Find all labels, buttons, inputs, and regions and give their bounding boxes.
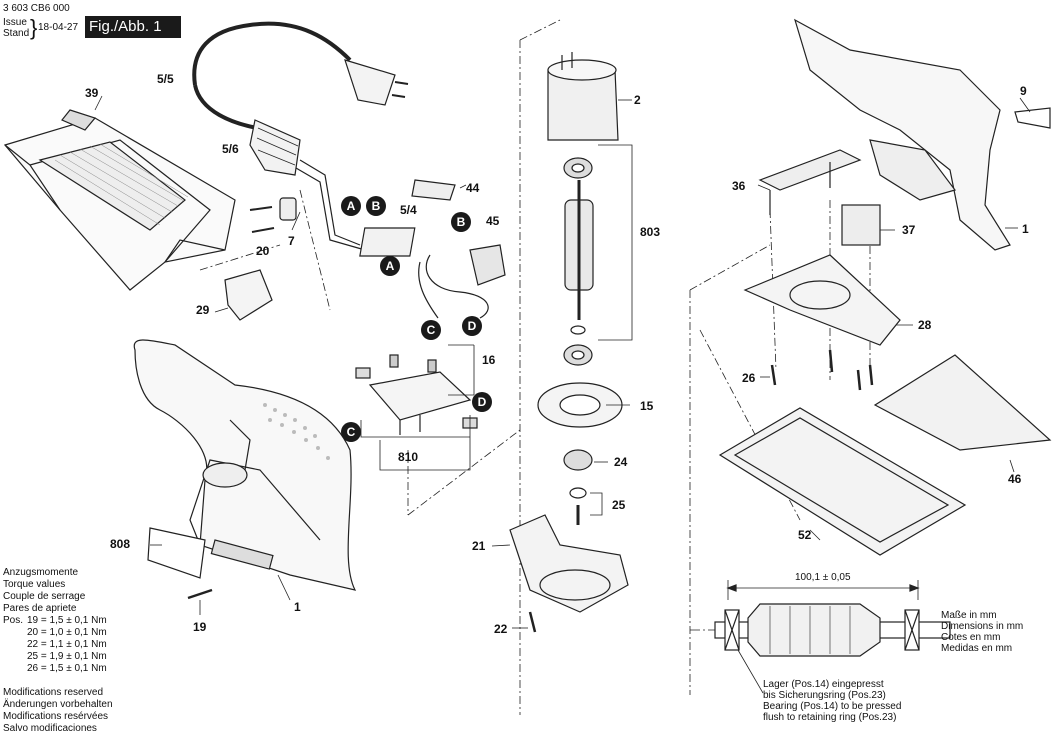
callout-20: 20 xyxy=(256,244,270,258)
connector-c-board: C xyxy=(341,422,361,442)
bearing-note-line: flush to retaining ring (Pos.23) xyxy=(763,712,897,723)
callout-1-right: 1 xyxy=(1022,222,1029,236)
callout-2: 2 xyxy=(634,93,641,107)
torque-heading-fr: Couple de serrage xyxy=(3,591,86,602)
callout-19: 19 xyxy=(193,620,207,634)
torque-heading-de: Anzugsmomente xyxy=(3,567,79,578)
callout-26: 26 xyxy=(742,371,756,385)
modifications-en: Modifications reserved xyxy=(3,687,104,698)
callout-37: 37 xyxy=(902,223,916,237)
callout-9: 9 xyxy=(1020,84,1027,98)
stand-label: Stand xyxy=(3,28,30,39)
housing-left-drawing xyxy=(133,339,357,591)
callout-5-6: 5/6 xyxy=(222,142,239,156)
torque-pos-label: Pos. xyxy=(3,615,24,626)
bearing-note-line: Bearing (Pos.14) to be pressed xyxy=(763,701,902,712)
callout-44: 44 xyxy=(466,181,480,195)
bearing-note-line: bis Sicherungsring (Pos.23) xyxy=(763,690,886,701)
modifications-de: Änderungen vorbehalten xyxy=(3,699,113,710)
connector-b-cable: B xyxy=(366,196,386,216)
callout-803: 803 xyxy=(640,225,661,239)
torque-row: 22 = 1,1 ± 0,1 Nm xyxy=(27,639,107,650)
callout-7: 7 xyxy=(288,234,295,248)
torque-row: 20 = 1,0 ± 0,1 Nm xyxy=(27,627,107,638)
torque-row: 26 = 1,5 ± 0,1 Nm xyxy=(27,663,107,674)
torque-row: 25 = 1,9 ± 0,1 Nm xyxy=(27,651,107,662)
doc-number: 3 603 CB6 000 xyxy=(3,3,70,14)
connector-a-cable: A xyxy=(341,196,361,216)
bearing-note-line: Lager (Pos.14) eingepresst xyxy=(763,679,884,690)
callout-45: 45 xyxy=(486,214,500,228)
figure-label: Fig./Abb. 1 xyxy=(85,16,181,38)
callout-16: 16 xyxy=(482,353,496,367)
callout-21: 21 xyxy=(472,539,486,553)
issue-date: 18-04-27 xyxy=(38,22,79,33)
torque-heading-es: Pares de apriete xyxy=(3,603,77,614)
callout-1-left: 1 xyxy=(294,600,301,614)
units-fr: Cotes en mm xyxy=(941,632,1001,643)
units-es: Medidas en mm xyxy=(941,643,1013,654)
callout-52: 52 xyxy=(798,528,812,542)
units-de: Maße in mm xyxy=(941,610,997,621)
connector-d-board: D xyxy=(472,392,492,412)
callout-25: 25 xyxy=(612,498,626,512)
callout-808: 808 xyxy=(110,537,131,551)
modifications-fr: Modifications resérvées xyxy=(3,711,109,722)
callout-22: 22 xyxy=(494,622,508,636)
connector-b-switch: B xyxy=(451,212,471,232)
connector-a-switch: A xyxy=(380,256,400,276)
torque-heading-en: Torque values xyxy=(3,579,66,590)
brace-glyph: } xyxy=(30,15,38,40)
units-en: Dimensions in mm xyxy=(941,621,1024,632)
connector-c-switch: C xyxy=(421,320,441,340)
callout-36: 36 xyxy=(732,179,746,193)
torque-row: 19 = 1,5 ± 0,1 Nm xyxy=(27,615,107,626)
callout-28: 28 xyxy=(918,318,932,332)
issue-label: Issue xyxy=(3,17,27,28)
callout-5-4: 5/4 xyxy=(400,203,417,217)
callout-810: 810 xyxy=(398,450,419,464)
callout-46: 46 xyxy=(1008,472,1022,486)
callout-5-5: 5/5 xyxy=(157,72,174,86)
dimension-label: 100,1 ± 0,05 xyxy=(795,572,851,583)
callout-29: 29 xyxy=(196,303,210,317)
callout-15: 15 xyxy=(640,399,654,413)
callout-39: 39 xyxy=(85,86,99,100)
modifications-es: Salvo modificaciones xyxy=(3,723,97,734)
callout-24: 24 xyxy=(614,455,628,469)
connector-d-switch: D xyxy=(462,316,482,336)
